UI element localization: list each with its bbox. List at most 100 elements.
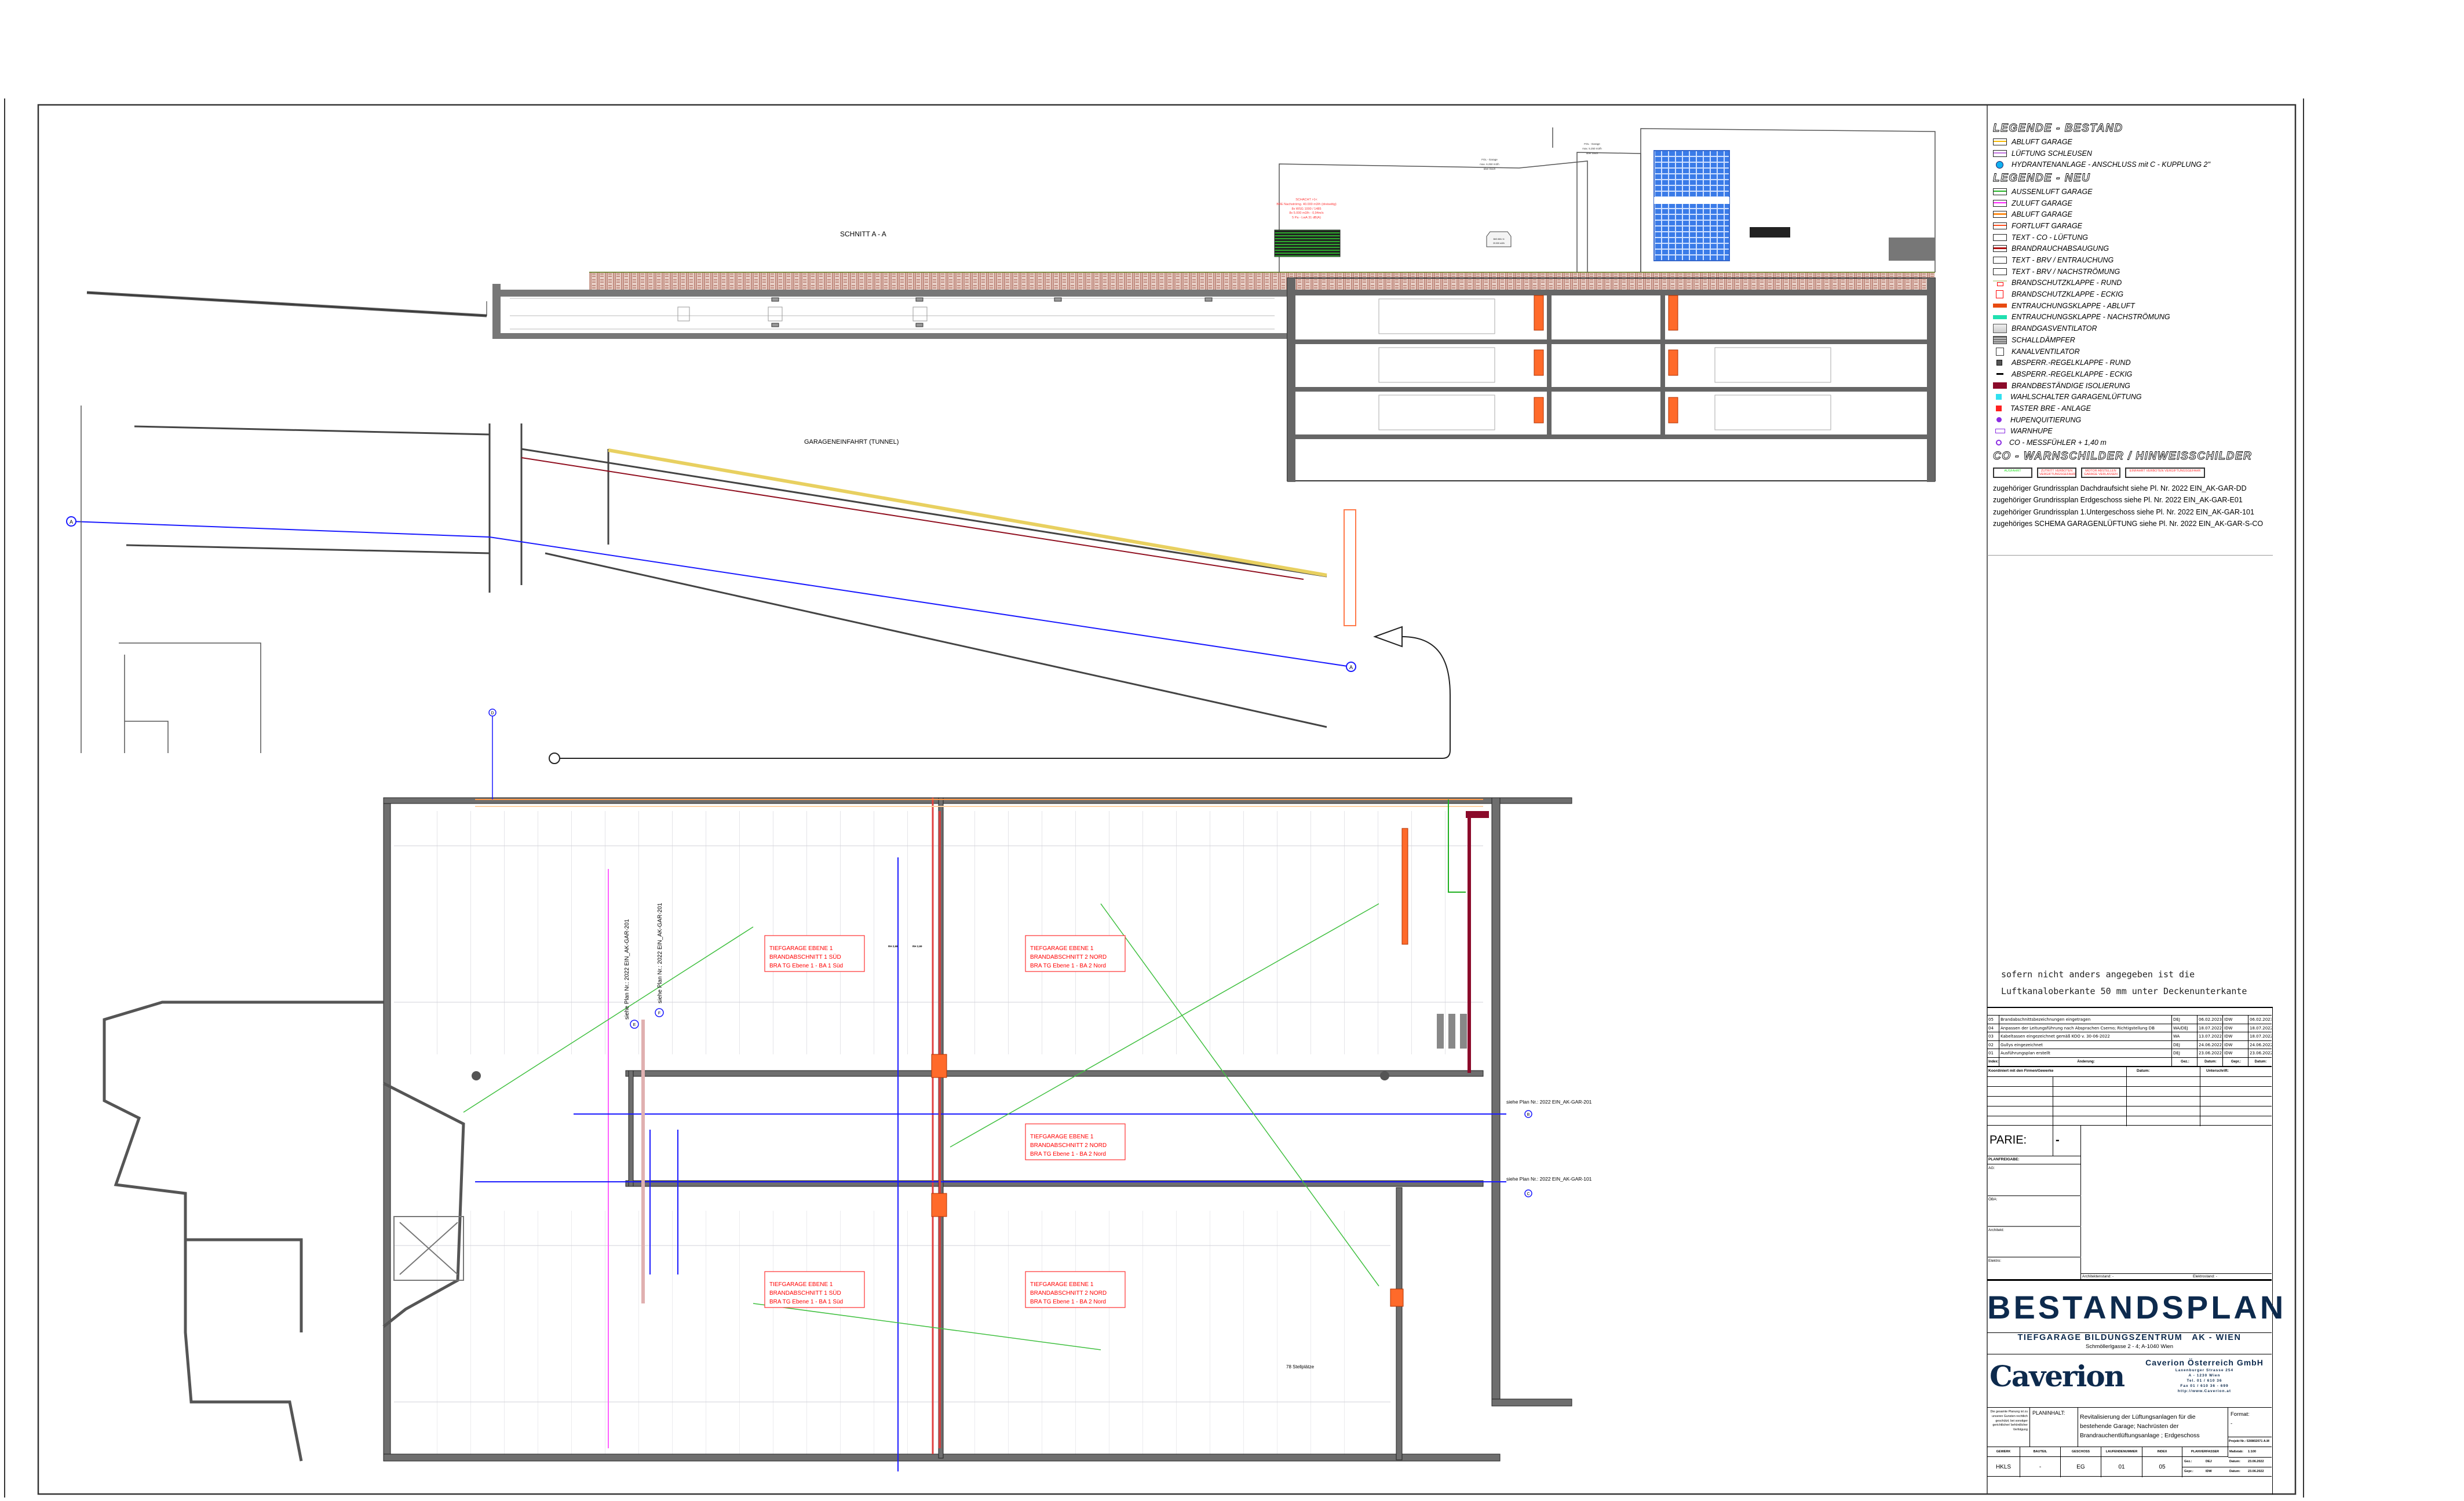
fire-gas-fan-icon: BVD 800 / 6 20.000 m3/h xyxy=(1486,231,1512,247)
revision-gepr: IDW xyxy=(2222,1016,2248,1024)
svg-text:TIEFGARAGE EBENE 1: TIEFGARAGE EBENE 1 xyxy=(1030,1134,1094,1140)
square-icon xyxy=(1996,405,2002,411)
plan-code-table: Maßstab:1:100 Datum:23.06.2022 Datum:23.… xyxy=(1987,1447,2272,1477)
section-reference-f: siehe Plan Nr.: 2022 EIN_AK-GAR-201 F xyxy=(655,903,664,1017)
text-icon xyxy=(1993,257,2007,264)
legend-item: ABSPERR.-REGELKLAPPE - RUND xyxy=(1993,357,2294,368)
plan-column-header: GESCHOSS xyxy=(2061,1447,2101,1457)
revision-index: 05 xyxy=(1988,1017,1994,1022)
warning-sign: AUSFAHRT xyxy=(1993,467,2032,478)
stand-row: Architektenstand: - Elektrostand: - xyxy=(2081,1273,2272,1279)
revision-change: Kabeltassen eingezeichnet gemäß KOO v. 3… xyxy=(1999,1032,2171,1041)
svg-text:8x WSG 1000 / 1485: 8x WSG 1000 / 1485 xyxy=(1291,207,1321,211)
svg-text:BRA TG Ebene 1 - BA 1 Süd: BRA TG Ebene 1 - BA 1 Süd xyxy=(769,1299,843,1305)
legend-item-label: SCHALLDÄMPFER xyxy=(2012,335,2075,344)
section-a-a: SCHNITT A - A xyxy=(86,127,1936,482)
duct-line-icon xyxy=(1993,188,2007,195)
svg-text:BRANDABSCHNITT 2 NORD: BRANDABSCHNITT 2 NORD xyxy=(1030,1142,1107,1149)
duct-line-icon xyxy=(1993,199,2007,207)
bar-icon xyxy=(1993,304,2007,308)
parking-count: 78 Stellplätze xyxy=(1286,1364,1315,1369)
legend-item-label: BRANDBESTÄNDIGE ISOLIERUNG xyxy=(2012,381,2130,390)
warning-sign: EINFAHRT VERBOTEN VERGIFTUNGSGEFAHR xyxy=(2125,467,2205,478)
legend-item-label: TASTER BRE - ANLAGE xyxy=(2010,404,2091,412)
legend-item-label: TEXT - CO - LÜFTUNG xyxy=(2012,233,2088,242)
legend-item-label: BRANDRAUCHABSAUGUNG xyxy=(2012,244,2109,253)
svg-text:BRE Nachströmg. 40.000 m3/h (d: BRE Nachströmg. 40.000 m3/h (dreiseitig) xyxy=(1276,203,1336,206)
legend-item: FORTLUFT GARAGE xyxy=(1993,220,2294,232)
plan-references: zugehöriger Grundrissplan Dachdraufsicht… xyxy=(1993,483,2294,530)
svg-text:siehe Plan Nr.: 2022 EIN_AK-GA: siehe Plan Nr.: 2022 EIN_AK-GAR-201 xyxy=(657,903,663,1003)
svg-text:TIEFGARAGE EBENE 1: TIEFGARAGE EBENE 1 xyxy=(769,1281,833,1288)
plan-column-header: LAUFENDENUMMER xyxy=(2101,1447,2142,1457)
svg-text:BRANDABSCHNITT 1 SÜD: BRANDABSCHNITT 1 SÜD xyxy=(769,954,841,961)
plan-status-title: BESTANDSPLAN xyxy=(1987,1279,2283,1332)
legend-item-label: BRANDSCHUTZKLAPPE - ECKIG xyxy=(2012,290,2124,299)
svg-text:BRANDABSCHNITT 2 NORD: BRANDABSCHNITT 2 NORD xyxy=(1030,1290,1107,1297)
svg-text:5 Pa - LwA 31 dB(A): 5 Pa - LwA 31 dB(A) xyxy=(1292,216,1321,220)
revision-datum2: 18.07.2022 xyxy=(2248,1024,2272,1032)
legend-item: ABSPERR.-REGELKLAPPE - ECKIG xyxy=(1993,368,2294,380)
duct-line-icon xyxy=(1993,149,2007,157)
svg-text:RH 2,69: RH 2,69 xyxy=(912,945,922,948)
project-title: TIEFGARAGE BILDUNGSZENTRUM AK - WIEN Sch… xyxy=(1987,1332,2272,1354)
fan-icon xyxy=(1993,324,2007,334)
plan-meta: Maßstab:1:100 Datum:23.06.2022 Datum:23.… xyxy=(2228,1447,2272,1477)
revision-datum2: 23.06.2022 xyxy=(2248,1049,2272,1058)
legend-item: BRANDSCHUTZKLAPPE - RUND xyxy=(1993,277,2294,289)
svg-text:FOL - Garage: FOL - Garage xyxy=(1584,143,1600,145)
legend-item: ABLUFT GARAGE xyxy=(1993,209,2294,220)
approval-section: PARIE: - PLANFREIGABE: AG: ÖBA: Architek… xyxy=(1987,1125,2081,1279)
legend-item: AUSSENLUFT GARAGE xyxy=(1993,186,2294,198)
revision-gepr: IDW xyxy=(2222,1024,2248,1032)
plan-reference: zugehöriger Grundrissplan Erdgeschoss si… xyxy=(1993,496,2243,505)
legend-item-label: ENTRAUCHUNGSKLAPPE - NACHSTRÖMUNG xyxy=(2012,313,2170,322)
svg-text:A: A xyxy=(1349,664,1353,670)
revision-datum: 13.07.2022 xyxy=(2197,1032,2222,1041)
silencer-icon xyxy=(1993,335,2007,344)
revision-datum: Datum: xyxy=(2197,1057,2222,1066)
legend-item: BRANDRAUCHABSAUGUNG xyxy=(1993,243,2294,255)
legend-item: ABLUFT GARAGE xyxy=(1993,136,2294,148)
plan-column-header: BAUTEIL xyxy=(2020,1447,2061,1457)
plan-column-value: HKLS xyxy=(1987,1457,2020,1477)
circle-icon xyxy=(1996,417,2002,423)
legend-item: ENTRAUCHUNGSKLAPPE - ABLUFT xyxy=(1993,300,2294,312)
legend-item-label: HUPENQUITIERUNG xyxy=(2010,415,2082,424)
plan-column-header: GEWERK xyxy=(1987,1447,2020,1457)
fill-icon xyxy=(1993,382,2007,389)
legend-item-label: FORTLUFT GARAGE xyxy=(2012,221,2083,230)
svg-text:BRA TG Ebene 1 - BA 2 Nord: BRA TG Ebene 1 - BA 2 Nord xyxy=(1030,1299,1106,1305)
small-icon xyxy=(1996,360,2002,366)
section-reference-d: D xyxy=(488,708,497,799)
svg-text:D: D xyxy=(491,711,494,715)
svg-text:siehe Plan Nr.: 2022 EIN_AK-GA: siehe Plan Nr.: 2022 EIN_AK-GAR-101 xyxy=(1506,1176,1592,1182)
revision-index: 02 xyxy=(1988,1042,1994,1047)
legend-item: WARNHUPE xyxy=(1993,426,2294,437)
legend-item-label: WARNHUPE xyxy=(2010,427,2053,436)
svg-text:über Dach: über Dach xyxy=(1586,152,1598,155)
legend-item-label: ABSPERR.-REGELKLAPPE - RUND xyxy=(2012,359,2131,367)
horn-icon xyxy=(1995,429,2005,434)
legend-item-label: BRANDSCHUTZKLAPPE - RUND xyxy=(2012,279,2122,287)
revision-index: 03 xyxy=(1988,1034,1994,1039)
square-icon xyxy=(1996,394,2002,400)
plan-reference: zugehöriger Grundrissplan Dachdraufsicht… xyxy=(1993,484,2247,492)
svg-text:C: C xyxy=(1527,1192,1529,1196)
dash-icon xyxy=(1996,373,2003,375)
svg-text:BVD 800 / 6: BVD 800 / 6 xyxy=(1494,238,1505,240)
svg-text:8x 5.000 m3/h - 0,94m/s: 8x 5.000 m3/h - 0,94m/s xyxy=(1289,211,1324,215)
revision-datum2: 18.07.2022 xyxy=(2248,1032,2272,1041)
revision-gepr: IDW xyxy=(2222,1032,2248,1041)
revision-datum: 06.02.2023 xyxy=(2197,1016,2222,1024)
revision-index: 01 xyxy=(1988,1051,1994,1056)
revision-header: Index:Änderung:Gez.:Datum:Gepr.:Datum: xyxy=(1987,1057,2272,1066)
legend-item-label: LÜFTUNG SCHLEUSEN xyxy=(2012,149,2092,158)
caverion-logo: Caverion xyxy=(1990,1359,2125,1393)
